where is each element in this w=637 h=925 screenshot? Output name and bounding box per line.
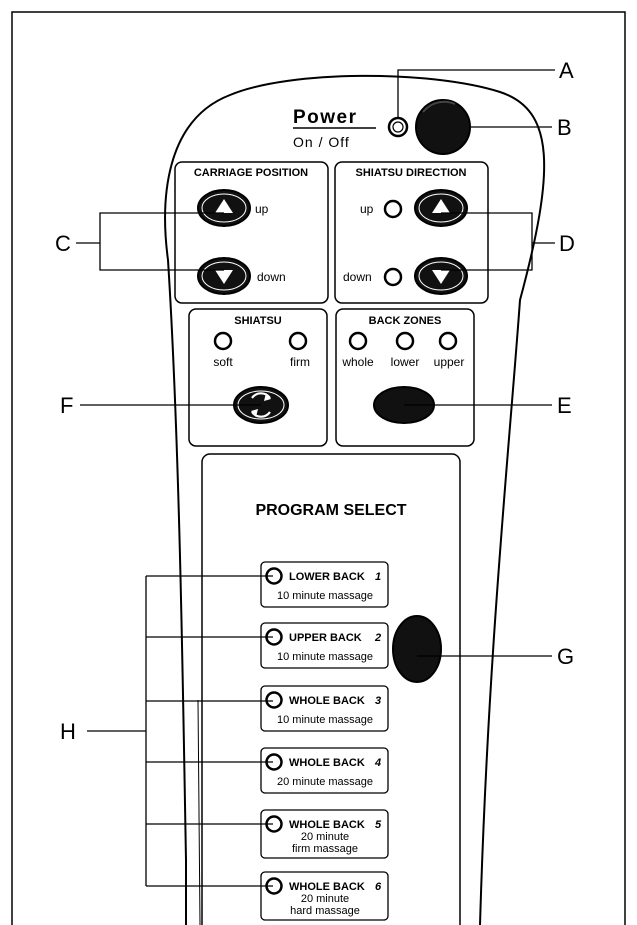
shiatsu-firm-led (288, 331, 308, 351)
callout-f: F (60, 393, 73, 418)
shiatsu-soft-label: soft (213, 355, 233, 369)
program-item-number: 5 (375, 819, 382, 831)
program-item-number: 3 (375, 695, 381, 707)
carriage-up-label: up (255, 202, 269, 216)
callout-a: A (559, 58, 574, 83)
program-item: LOWER BACK 110 minute massage (260, 561, 389, 608)
power-subtitle: On / Off (293, 134, 350, 150)
program-item-number: 2 (374, 632, 381, 644)
direction-up-arrow-icon (432, 199, 450, 213)
program-item-name: UPPER BACK (289, 632, 362, 644)
carriage-title: CARRIAGE POSITION (194, 167, 308, 179)
shiatsu-soft-led (213, 331, 233, 351)
remote-body-inner-edge (197, 699, 201, 925)
callout-line-d (441, 212, 555, 271)
callout-line-h (87, 575, 273, 887)
program-item-box (260, 561, 389, 608)
carriage-panel (174, 161, 329, 304)
program-item: WHOLE BACK 310 minute massage (260, 685, 389, 732)
zones-whole-label: whole (341, 355, 374, 369)
program-item-box (260, 685, 389, 732)
program-item-box (260, 747, 389, 794)
zones-upper-led (438, 331, 458, 351)
program-item-name: LOWER BACK (289, 571, 365, 583)
power-title: Power (293, 107, 358, 128)
zones-lower-led (395, 331, 415, 351)
program-title: PROGRAM SELECT (255, 502, 406, 519)
zones-whole-led (348, 331, 368, 351)
carriage-up-button-rim (201, 193, 247, 223)
direction-down-led (383, 267, 403, 287)
callout-b: B (557, 115, 572, 140)
callout-e: E (557, 393, 572, 418)
program-item-desc: 10 minute massage (277, 590, 373, 602)
callout-h: H (60, 719, 76, 744)
program-item-led (265, 691, 283, 709)
power-led-inner (392, 121, 404, 133)
program-item-desc-2: hard massage (290, 905, 360, 917)
callout-line-c (76, 212, 224, 271)
carriage-up-arrow-icon (215, 199, 233, 213)
zones-lower-label: lower (391, 355, 420, 369)
program-item-name: WHOLE BACK (289, 881, 365, 893)
program-item: UPPER BACK 210 minute massage (260, 622, 389, 669)
program-item: WHOLE BACK 420 minute massage (260, 747, 389, 794)
program-item-desc: 10 minute massage (277, 651, 373, 663)
direction-down-arrow-icon (432, 270, 450, 284)
direction-down-button-rim (418, 261, 464, 291)
callout-d: D (559, 231, 575, 256)
program-item-desc: 20 minute (301, 893, 349, 905)
callout-g: G (557, 644, 574, 669)
direction-up-button-rim (418, 193, 464, 223)
callout-line-a (397, 69, 555, 119)
program-item-box (260, 622, 389, 669)
shiatsu-panel (188, 308, 328, 447)
carriage-down-arrow-icon (215, 270, 233, 284)
program-item-desc-2: firm massage (292, 843, 358, 855)
carriage-down-button-rim (201, 261, 247, 291)
program-select-button[interactable] (392, 615, 442, 683)
program-item-desc: 10 minute massage (277, 714, 373, 726)
carriage-down-label: down (257, 270, 286, 284)
program-item-name: WHOLE BACK (289, 695, 365, 707)
direction-up-label: up (360, 202, 374, 216)
program-item-number: 6 (375, 881, 382, 893)
program-item-box (260, 871, 389, 921)
callout-lines (76, 69, 555, 887)
program-item-desc: 20 minute massage (277, 776, 373, 788)
program-item-box (260, 809, 389, 859)
program-item-name: WHOLE BACK (289, 757, 365, 769)
program-item-number: 1 (375, 571, 381, 583)
program-item-desc: 20 minute (301, 831, 349, 843)
callout-c: C (55, 231, 71, 256)
direction-down-label: down (343, 270, 372, 284)
program-item-number: 4 (374, 757, 381, 769)
zones-upper-label: upper (434, 355, 465, 369)
shiatsu-firm-label: firm (290, 355, 310, 369)
zones-title: BACK ZONES (369, 315, 442, 327)
direction-title: SHIATSU DIRECTION (355, 167, 466, 179)
power-button[interactable] (415, 99, 471, 155)
rotate-icon (251, 392, 271, 418)
figure-frame (11, 11, 626, 925)
zones-panel (335, 308, 475, 447)
power-button-highlight (422, 100, 456, 113)
program-item-name: WHOLE BACK (289, 819, 365, 831)
shiatsu-title: SHIATSU (234, 315, 282, 327)
direction-up-led (383, 199, 403, 219)
